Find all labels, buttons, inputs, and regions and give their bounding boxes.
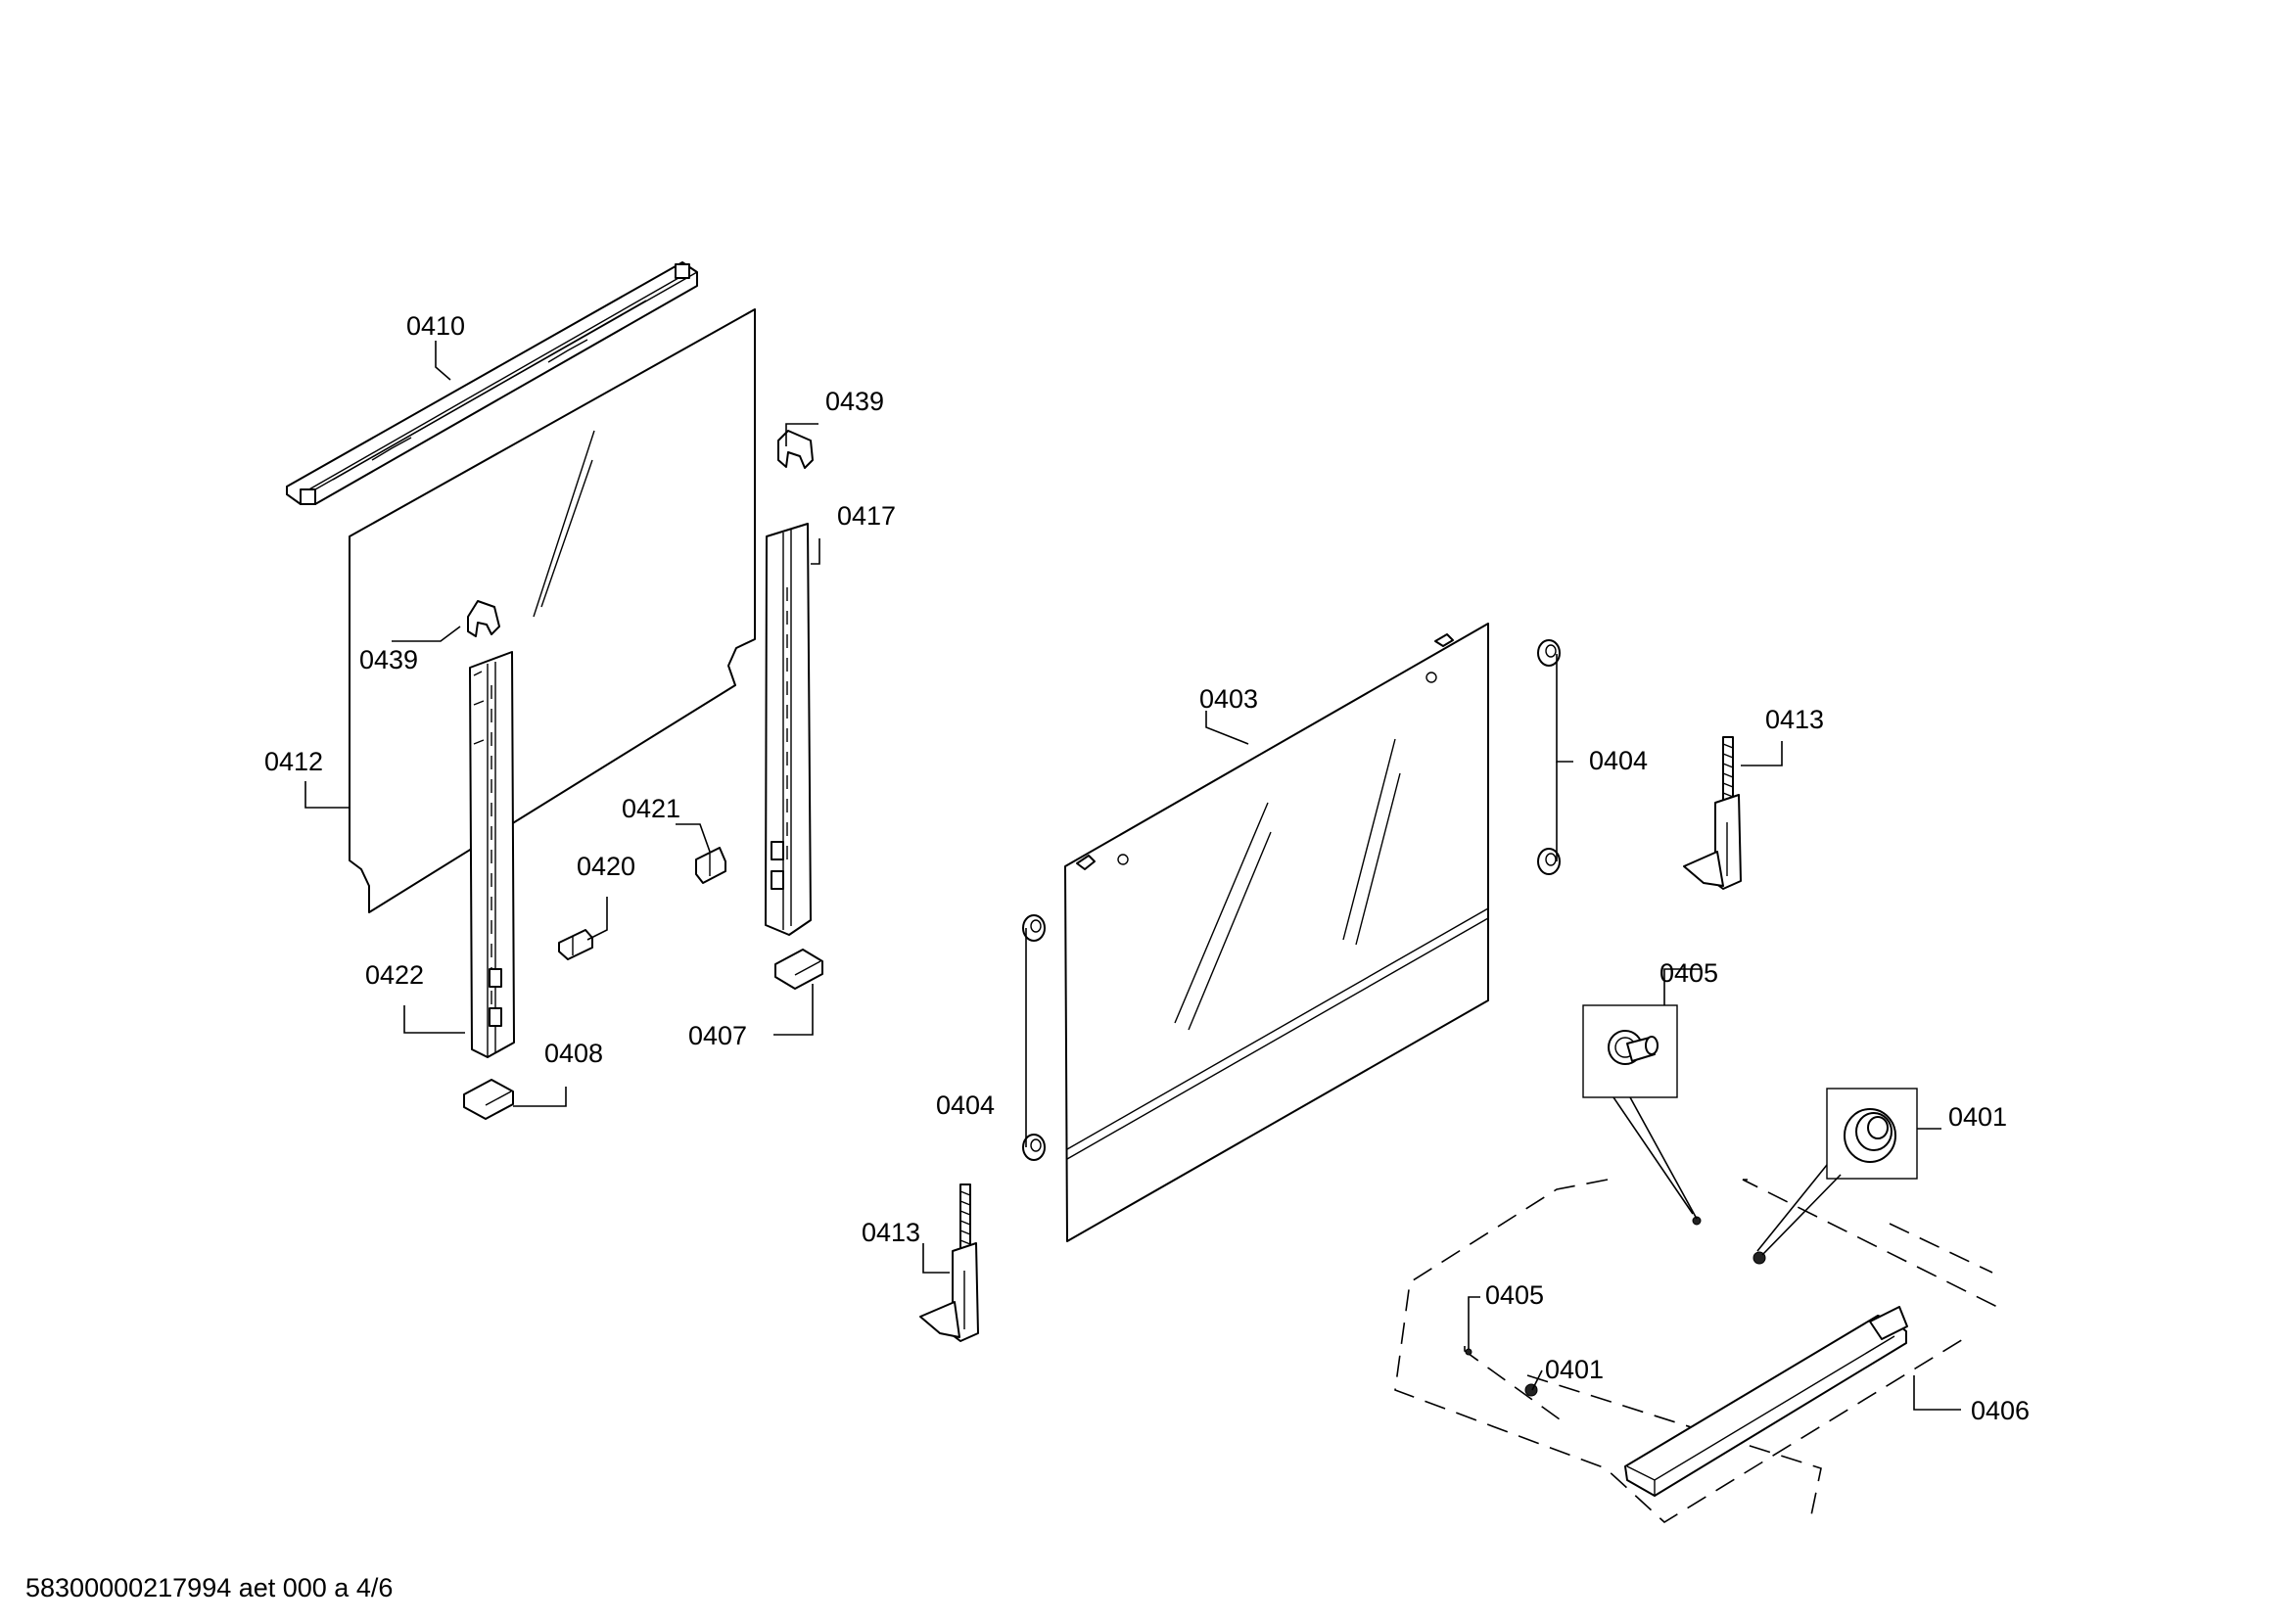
label-0401-lower: 0401: [1545, 1355, 1604, 1384]
label-0405-upper: 0405: [1659, 958, 1718, 988]
part-0413-hinge-right: [1683, 736, 1742, 890]
part-labels: 0410 0439 0417 0439 0412 0421 0420 0422 …: [264, 311, 2030, 1425]
label-0421: 0421: [622, 794, 680, 823]
part-0420-small-part: [558, 929, 593, 960]
label-0406: 0406: [1971, 1396, 2030, 1425]
fastener-dots: [1465, 1216, 1766, 1397]
label-0403: 0403: [1199, 684, 1258, 714]
label-0439-lower: 0439: [359, 645, 418, 674]
part-0408-hinge-block: [463, 1079, 514, 1120]
part-0403-outer-door: [1064, 623, 1489, 1242]
label-0413-left: 0413: [862, 1218, 920, 1247]
label-0401-upper: 0401: [1948, 1102, 2007, 1132]
part-0413-hinge-left: [919, 1183, 979, 1342]
leader-lines-left: [304, 341, 820, 1107]
document-footer: 58300000217994 aet 000 a 4/6: [25, 1573, 393, 1602]
part-0439-clip-right: [777, 430, 814, 469]
leader-lines-right: [922, 654, 1961, 1411]
part-0406-handle: [1624, 1306, 1908, 1497]
part-0405-detail: [1582, 1004, 1678, 1098]
label-0404-left: 0404: [936, 1090, 995, 1120]
part-0412-inner-glass: [349, 308, 756, 913]
label-0412: 0412: [264, 747, 323, 776]
label-0404-right: 0404: [1589, 746, 1648, 775]
part-0417-right-bracket: [765, 523, 812, 936]
part-0422-left-bracket: [469, 651, 515, 1058]
door-frame-outline: [1394, 1179, 1998, 1523]
label-0405-lower: 0405: [1485, 1280, 1544, 1310]
label-0407: 0407: [688, 1021, 747, 1050]
label-0408: 0408: [544, 1039, 603, 1068]
part-0439-clip-left: [467, 600, 500, 637]
label-0417: 0417: [837, 501, 896, 531]
part-0410-top-trim: [286, 261, 698, 505]
part-0404-bumpers: [1022, 639, 1561, 1161]
part-0421-small-clip: [695, 847, 726, 884]
label-0410: 0410: [406, 311, 465, 341]
label-0422: 0422: [365, 960, 424, 990]
label-0439-upper: 0439: [825, 387, 884, 416]
part-0407-hinge-block: [774, 949, 823, 990]
label-0413-right: 0413: [1765, 705, 1824, 734]
label-0420: 0420: [577, 852, 635, 881]
part-0401-detail: [1826, 1088, 1918, 1180]
